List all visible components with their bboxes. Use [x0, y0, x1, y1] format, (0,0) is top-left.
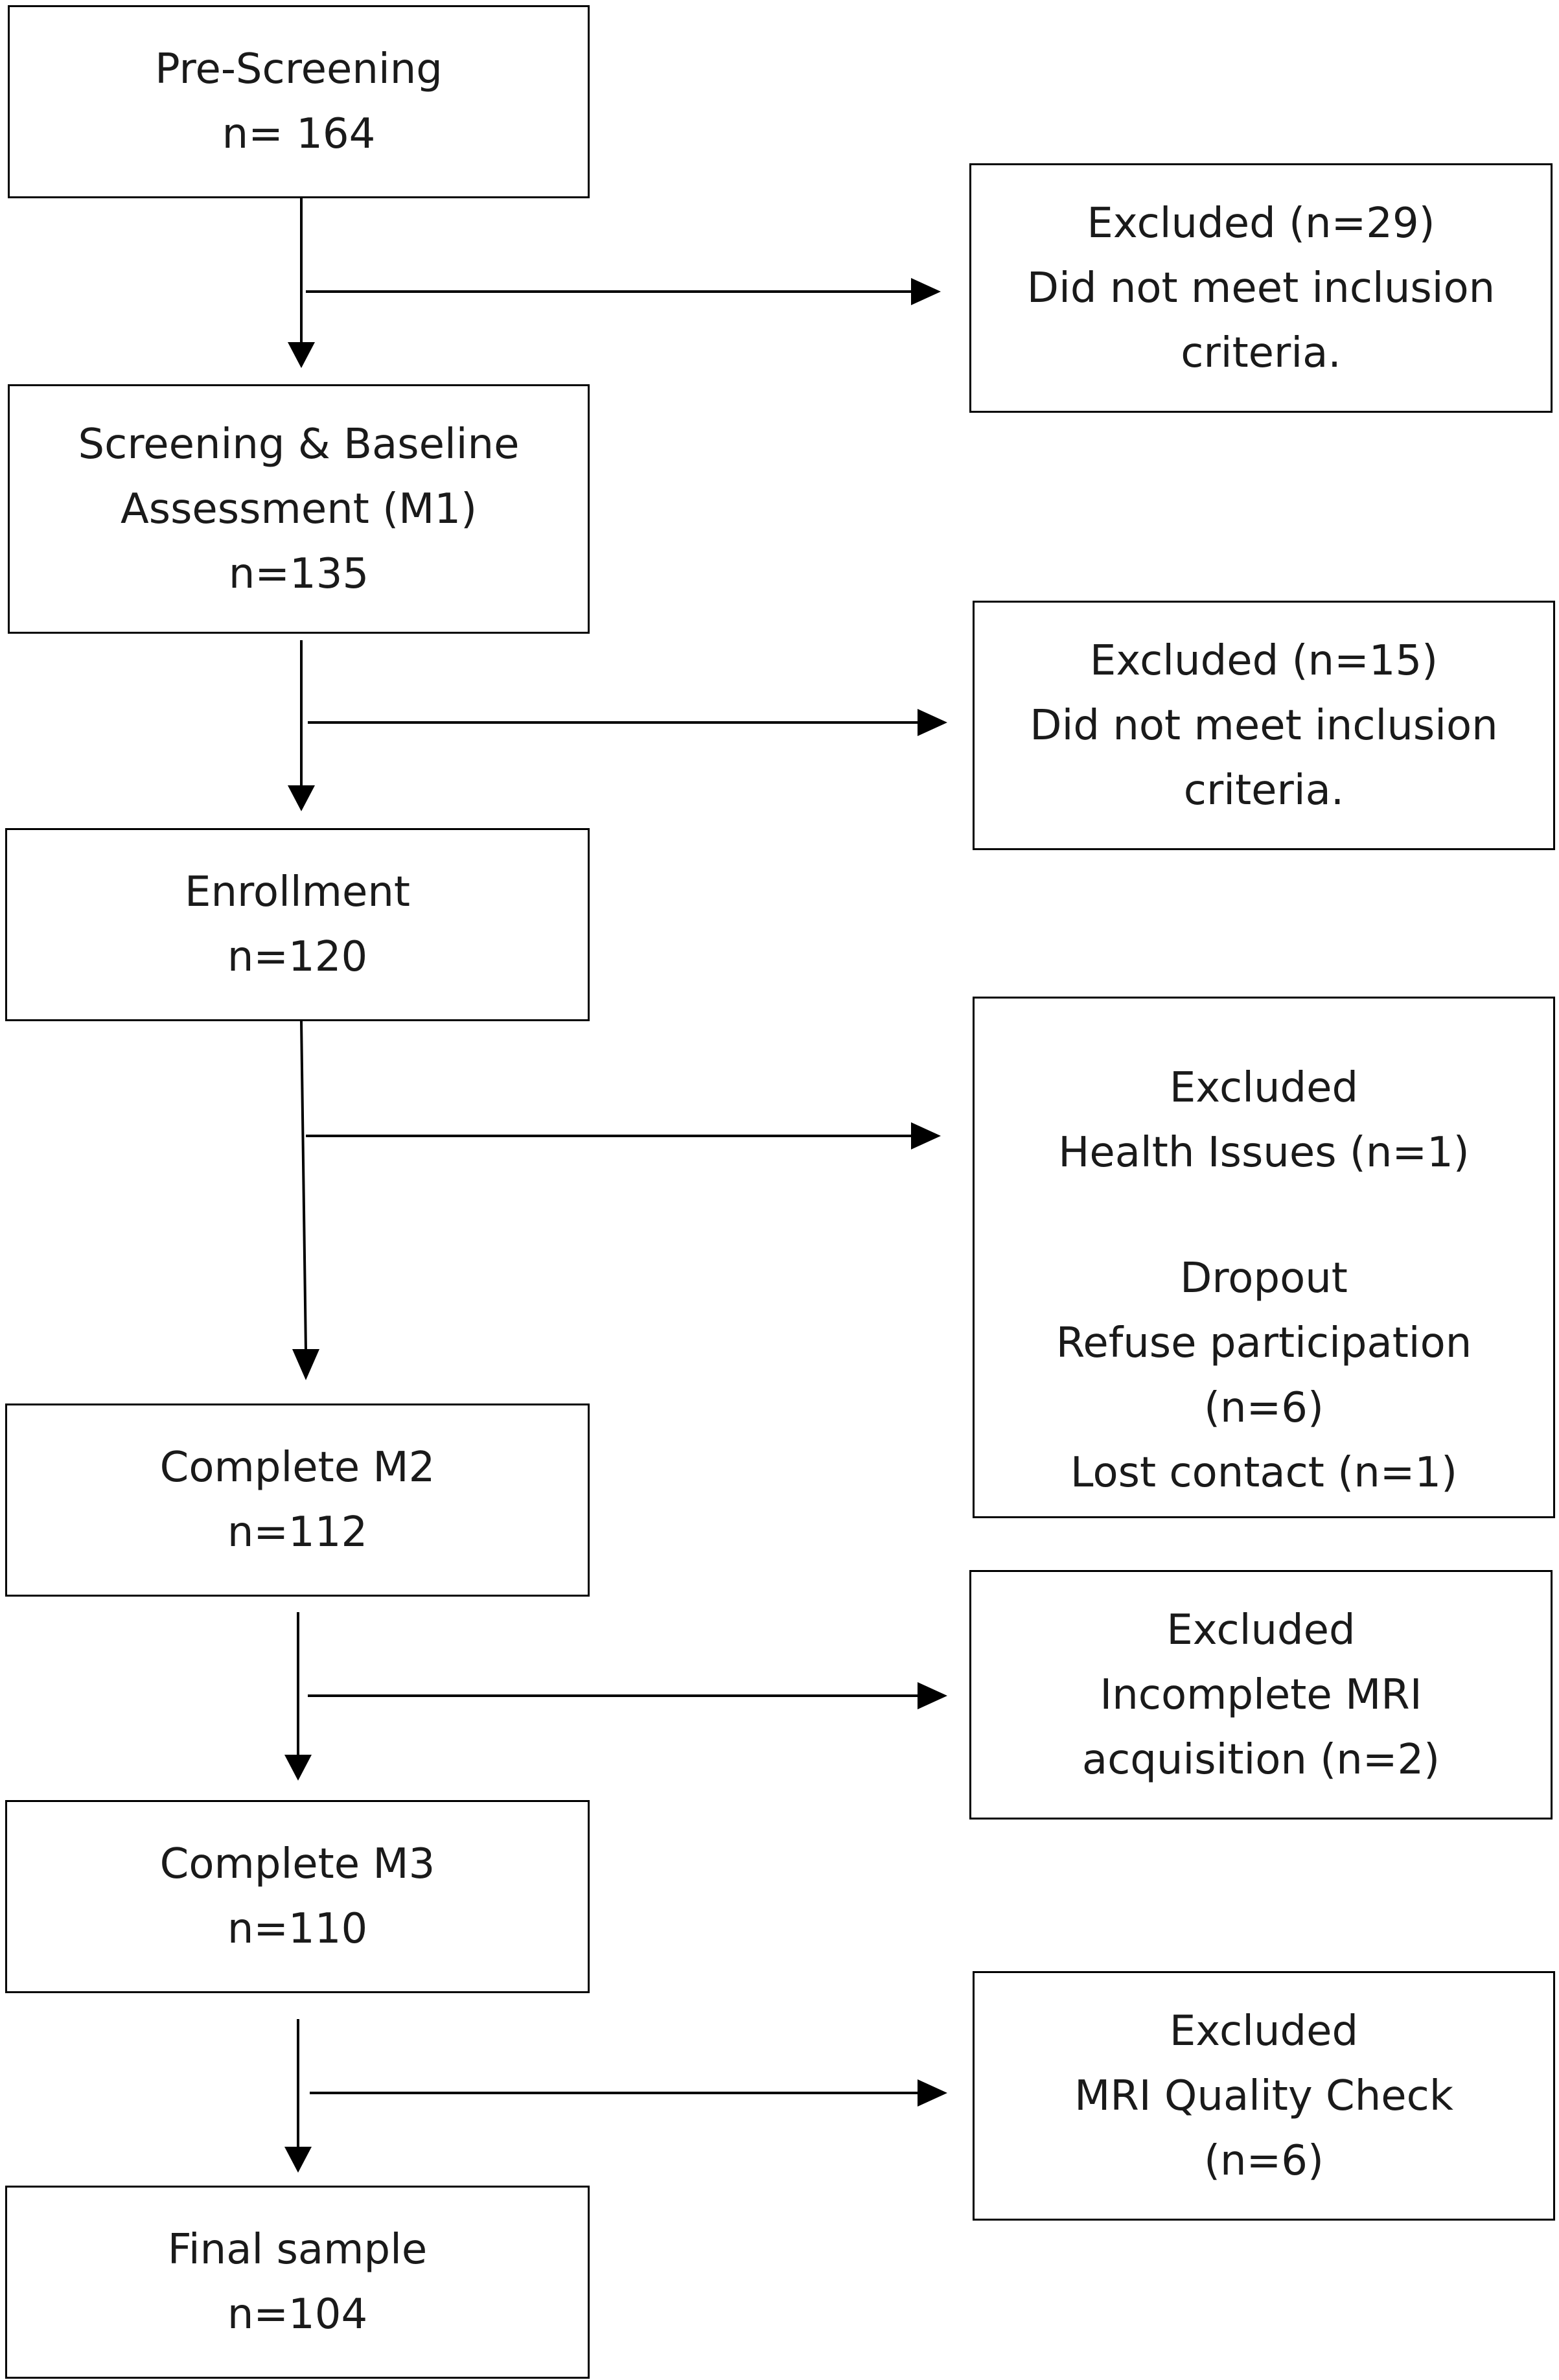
exclusion-4-line1: Excluded [1166, 1606, 1356, 1654]
final-sample-box: Final sample n=104 [5, 2186, 590, 2379]
screening-count: n=135 [228, 549, 369, 598]
enrollment-count: n=120 [227, 933, 368, 981]
exclusion-4-line3: acquisition (n=2) [1081, 1735, 1440, 1784]
arrowhead-right-1 [911, 278, 941, 305]
exclusion-3-line5: (n=6) [1204, 1384, 1324, 1432]
exclusion-2-line3: criteria. [1183, 766, 1345, 815]
arrowhead-right-4 [918, 1682, 947, 1709]
exclusion-box-screening: Excluded (n=15) Did not meet inclusion c… [973, 601, 1555, 850]
exclusion-3-line1: Excluded [1169, 1064, 1359, 1112]
arrowhead-right-3 [911, 1122, 941, 1150]
complete-m3-count: n=110 [227, 1905, 368, 1953]
exclusion-2-line1: Excluded (n=15) [1089, 636, 1438, 685]
enrollment-box: Enrollment n=120 [5, 828, 590, 1021]
final-sample-label: Final sample [167, 2226, 428, 2274]
complete-m2-label: Complete M2 [159, 1444, 435, 1492]
complete-m3-box: Complete M3 n=110 [5, 1800, 590, 1993]
exclusion-1-line1: Excluded (n=29) [1087, 199, 1435, 248]
exclusion-box-pre-screening: Excluded (n=29) Did not meet inclusion c… [969, 163, 1553, 413]
exclusion-1-line3: criteria. [1181, 329, 1341, 377]
screening-label-line1: Screening & Baseline [78, 420, 520, 468]
exclusion-3-line6: Lost contact (n=1) [1070, 1449, 1458, 1497]
complete-m2-count: n=112 [227, 1508, 368, 1556]
enrollment-label: Enrollment [185, 868, 410, 916]
vertical-arrow-enrollment-to-m2 [300, 1021, 307, 1352]
exclusion-3-line2: Health Issues (n=1) [1058, 1129, 1470, 1177]
pre-screening-label: Pre-Screening [155, 45, 443, 93]
arrowhead-down-5 [284, 2147, 312, 2173]
arrowhead-right-2 [918, 709, 947, 736]
exclusion-1-line2: Did not meet inclusion [1026, 264, 1495, 312]
exclusion-5-line1: Excluded [1169, 2007, 1359, 2055]
screening-label-line2: Assessment (M1) [120, 485, 478, 533]
arrowhead-right-5 [918, 2079, 947, 2107]
arrowhead-down-3 [292, 1349, 319, 1380]
complete-m2-box: Complete M2 n=112 [5, 1404, 590, 1597]
exclusion-5-line2: MRI Quality Check [1074, 2072, 1453, 2120]
complete-m3-label: Complete M3 [159, 1840, 435, 1888]
arrowhead-down-1 [288, 342, 315, 368]
final-sample-count: n=104 [227, 2291, 368, 2339]
screening-baseline-box: Screening & Baseline Assessment (M1) n=1… [8, 384, 590, 634]
exclusion-3-line3: Dropout [1180, 1254, 1348, 1302]
exclusion-box-enrollment: Excluded Health Issues (n=1) Dropout Ref… [973, 997, 1555, 1518]
pre-screening-box: Pre-Screening n= 164 [8, 5, 590, 198]
exclusion-2-line2: Did not meet inclusion [1030, 701, 1498, 750]
arrowhead-down-2 [288, 785, 315, 811]
exclusion-box-m2: Excluded Incomplete MRI acquisition (n=2… [969, 1570, 1553, 1820]
arrowhead-down-4 [284, 1755, 312, 1781]
pre-screening-count: n= 164 [222, 110, 376, 158]
exclusion-box-m3: Excluded MRI Quality Check (n=6) [973, 1971, 1555, 2221]
exclusion-4-line2: Incomplete MRI [1100, 1670, 1422, 1719]
exclusion-5-line3: (n=6) [1204, 2136, 1324, 2185]
exclusion-3-line4: Refuse participation [1056, 1319, 1472, 1367]
